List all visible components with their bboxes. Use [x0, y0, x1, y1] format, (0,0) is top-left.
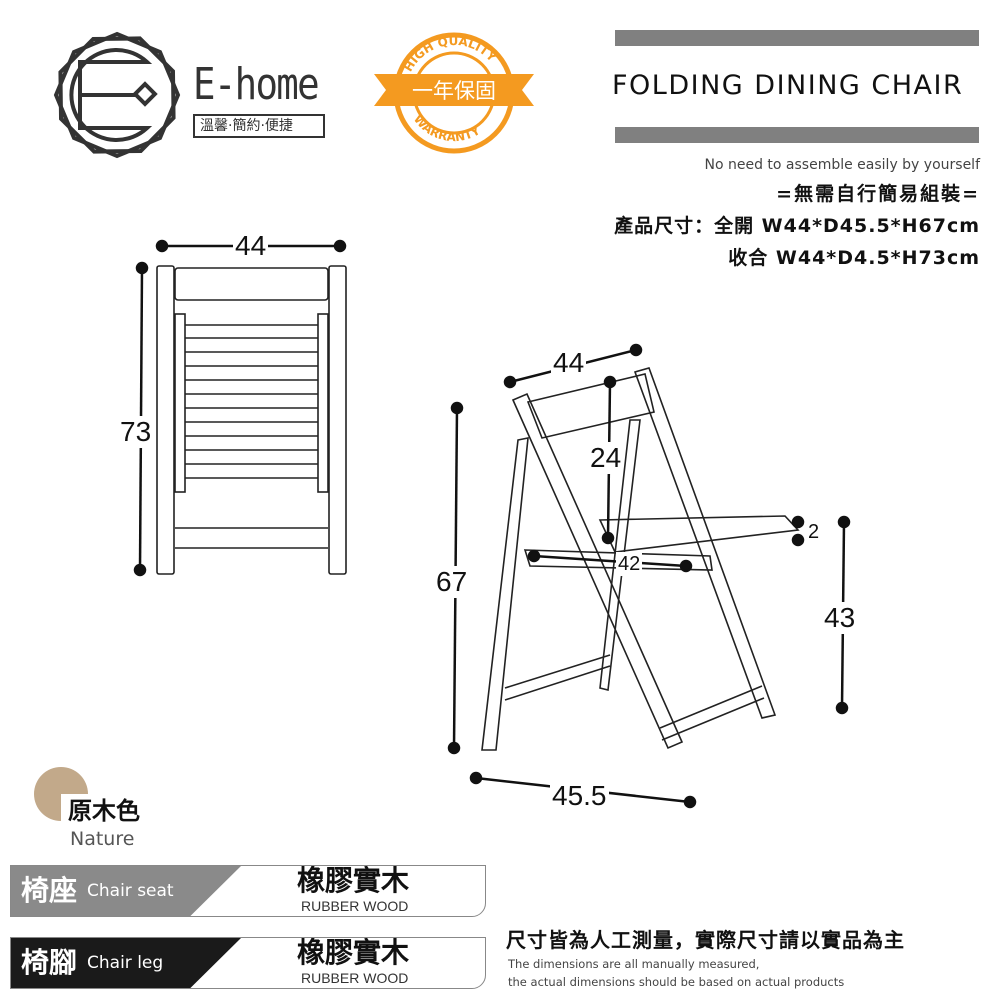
color-name-en: Nature — [70, 828, 135, 850]
product-title: FOLDING DINING CHAIR — [612, 70, 964, 101]
material-zh: 橡膠實木 — [297, 865, 410, 897]
seat-width-label: 42 — [616, 552, 643, 576]
size-open: 產品尺寸：全開 W44*D45.5*H67cm — [614, 215, 980, 237]
part-name-zh: 椅腳 — [21, 946, 78, 979]
chair-height-label: 67 — [434, 566, 470, 598]
side-width-label: 44 — [551, 347, 587, 379]
measurement-note-en-1: The dimensions are all manually measured… — [508, 957, 760, 971]
seat-height-label: 43 — [822, 602, 858, 634]
header-bar-top — [615, 30, 979, 46]
color-swatch — [34, 767, 88, 821]
assembly-note: =無需自行簡易組裝= — [776, 183, 980, 205]
front-width-label: 44 — [233, 230, 269, 262]
part-name-en: Chair seat — [87, 881, 174, 901]
back-height-label: 24 — [588, 442, 624, 474]
part-name-en: Chair leg — [87, 953, 164, 973]
front-view-drawing — [133, 239, 347, 577]
badge-center-text: 一年保固 — [412, 79, 496, 103]
material-en: RUBBER WOOD — [301, 898, 409, 914]
part-name-zh: 椅座 — [21, 874, 78, 907]
brand-slogan: 溫馨·簡約·便捷 — [193, 114, 325, 138]
size-folded: 收合 W44*D4.5*H73cm — [728, 247, 980, 269]
seat-thickness-label: 2 — [808, 521, 820, 543]
brand-logo-icon — [53, 31, 181, 159]
side-view-drawing — [447, 343, 851, 809]
warranty-badge-icon: HIGH QUALITY WARRANTY 一年保固 — [374, 32, 534, 154]
color-name-zh: 原木色 — [68, 797, 140, 825]
front-height-label: 73 — [118, 416, 154, 448]
material-en: RUBBER WOOD — [301, 970, 409, 986]
header-bar-bottom — [615, 127, 979, 143]
brand-name: E-home — [193, 59, 320, 110]
measurement-note-en-2: the actual dimensions should be based on… — [508, 975, 845, 989]
material-row-seat: 椅座 Chair seat 橡膠實木 RUBBER WOOD — [10, 865, 486, 917]
material-zh: 橡膠實木 — [297, 937, 410, 969]
subtitle: No need to assemble easily by yourself — [704, 157, 980, 173]
measurement-note-zh: 尺寸皆為人工測量，實際尺寸請以實品為主 — [506, 928, 905, 952]
depth-label: 45.5 — [550, 780, 609, 812]
material-row-leg: 椅腳 Chair leg 橡膠實木 RUBBER WOOD — [10, 937, 486, 989]
